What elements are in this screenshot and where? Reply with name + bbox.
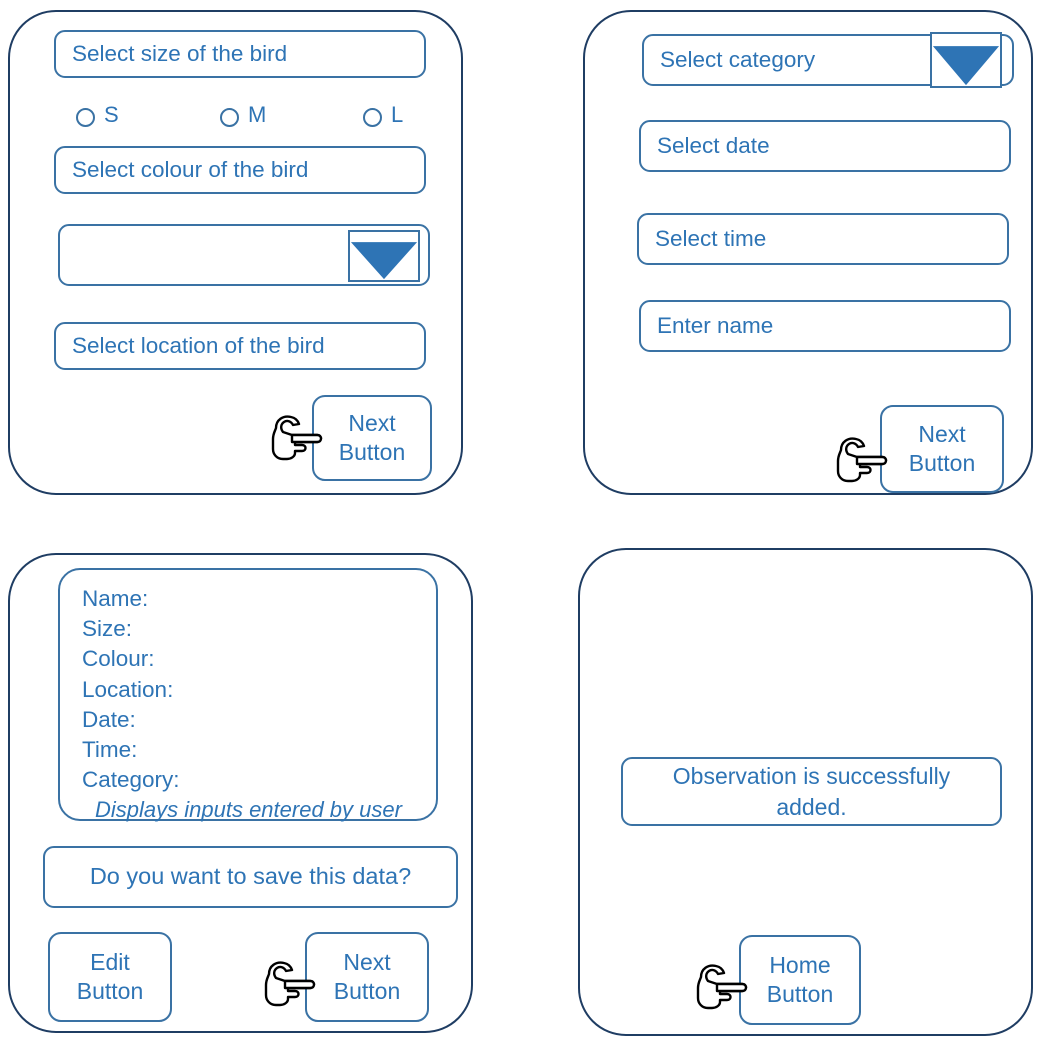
location-field-label: Select location of the bird — [72, 332, 325, 358]
next-button[interactable]: Next Button — [305, 932, 429, 1022]
phone-frame-observation-meta: Select category Select date Select time … — [583, 10, 1033, 495]
next-button-line1: Next — [918, 421, 966, 448]
pointing-hand-icon — [696, 964, 748, 1010]
summary-line-location: Location: — [82, 676, 174, 702]
edit-button-line2: Button — [76, 978, 144, 1004]
radio-button-icon[interactable] — [220, 107, 239, 127]
phone-frame-bird-details: Select size of the bird S M L Select col… — [8, 10, 463, 495]
colour-field-label: Select colour of the bird — [72, 156, 309, 182]
pointing-hand-icon — [264, 961, 316, 1007]
home-button[interactable]: Home Button — [739, 935, 861, 1025]
next-button[interactable]: Next Button — [312, 395, 432, 481]
pointing-hand-icon — [836, 437, 888, 483]
summary-line-date: Date: — [82, 706, 136, 732]
save-prompt-text: Do you want to save this data? — [89, 863, 412, 890]
size-field[interactable]: Select size of the bird — [54, 30, 426, 78]
radio-size-m-label: M — [248, 102, 267, 127]
phone-frame-confirmation: Observation is successfully added. Home … — [578, 548, 1033, 1036]
radio-button-icon[interactable] — [363, 107, 382, 127]
radio-button-icon[interactable] — [76, 107, 95, 127]
location-field[interactable]: Select location of the bird — [54, 322, 426, 370]
colour-field[interactable]: Select colour of the bird — [54, 146, 426, 194]
time-field-label: Select time — [655, 225, 767, 251]
next-button-line1: Next — [343, 949, 391, 976]
home-button-line2: Button — [766, 981, 834, 1007]
size-field-label: Select size of the bird — [72, 40, 288, 66]
summary-line-size: Size: — [82, 616, 133, 642]
triangle-down-glyph — [350, 242, 418, 280]
size-radio-group: S M L — [76, 104, 436, 134]
summary-line-colour: Colour: — [82, 646, 155, 672]
summary-box: Name: Size: Colour: Location: Date: Time… — [58, 568, 438, 822]
triangle-down-glyph — [932, 46, 1000, 86]
date-field-label: Select date — [657, 132, 770, 158]
triangle-down-icon[interactable] — [348, 230, 420, 282]
next-button[interactable]: Next Button — [880, 405, 1004, 493]
confirmation-message-text: Observation is successfully added. — [672, 763, 951, 820]
next-button-line1: Next — [348, 410, 396, 437]
summary-line-name: Name: — [82, 586, 149, 611]
radio-size-s-label: S — [104, 102, 119, 127]
edit-button-line1: Edit — [90, 949, 130, 976]
pointing-hand-icon — [271, 415, 323, 461]
next-button-line2: Button — [333, 978, 401, 1004]
next-button-line2: Button — [338, 439, 406, 465]
name-field-label: Enter name — [657, 312, 774, 338]
triangle-down-icon[interactable] — [930, 32, 1002, 88]
name-field[interactable]: Enter name — [639, 300, 1011, 352]
confirmation-message: Observation is successfully added. — [621, 757, 1002, 826]
date-field[interactable]: Select date — [639, 120, 1011, 172]
radio-size-s[interactable]: S — [76, 104, 119, 130]
summary-line-time: Time: — [82, 737, 138, 763]
radio-size-l-label: L — [391, 102, 404, 127]
next-button-line2: Button — [908, 450, 976, 476]
time-field[interactable]: Select time — [637, 213, 1009, 265]
edit-button[interactable]: Edit Button — [48, 932, 172, 1022]
summary-note: Displays inputs entered by user — [95, 797, 402, 823]
home-button-line1: Home — [769, 952, 831, 979]
radio-size-m[interactable]: M — [220, 104, 266, 130]
category-field-label: Select category — [660, 46, 816, 72]
save-prompt: Do you want to save this data? — [43, 846, 458, 908]
radio-size-l[interactable]: L — [363, 104, 403, 130]
summary-line-category: Category: — [82, 767, 180, 793]
phone-frame-summary: Name: Size: Colour: Location: Date: Time… — [8, 553, 473, 1033]
